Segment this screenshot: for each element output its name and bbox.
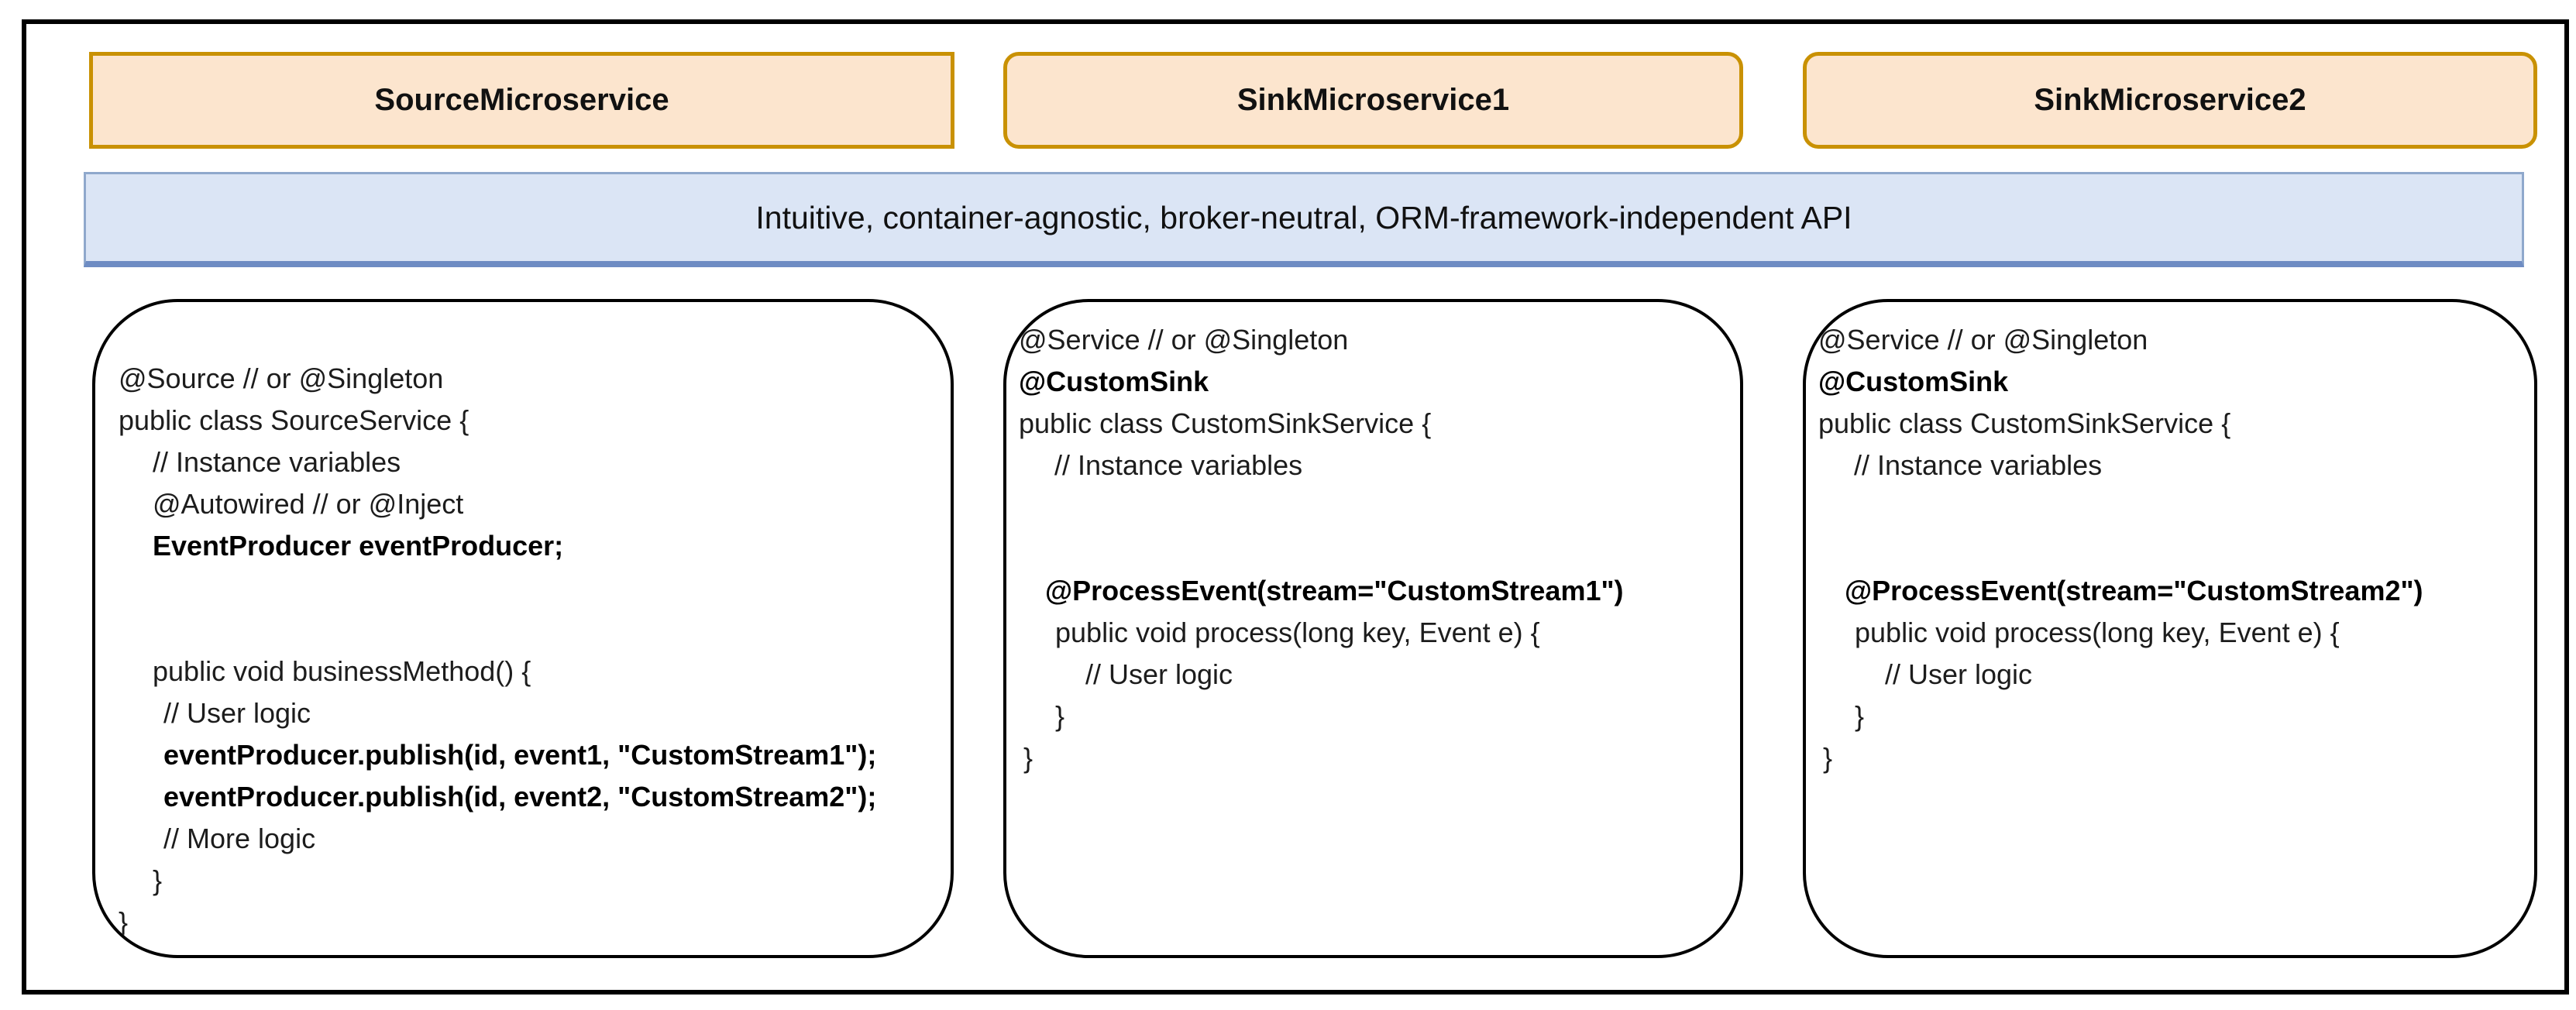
code-line	[1818, 528, 2526, 570]
code-line: @ProcessEvent(stream="CustomStream2")	[1845, 575, 2423, 606]
code-line: @ProcessEvent(stream="CustomStream1")	[1045, 575, 1624, 606]
code-line: // User logic	[1085, 658, 1233, 690]
code-line: public void businessMethod() {	[153, 655, 531, 687]
code-line: // Instance variables	[1054, 449, 1303, 481]
code-line	[119, 567, 937, 609]
code-line: @CustomSink	[1019, 366, 1209, 397]
code-line: }	[153, 864, 163, 896]
code-line: public void process(long key, Event e) {	[1055, 617, 1540, 648]
diagram-frame: SourceMicroservice SinkMicroservice1 Sin…	[22, 19, 2569, 995]
code-line: public class CustomSinkService {	[1019, 407, 1432, 439]
code-line: public class SourceService {	[119, 404, 469, 436]
code-line: // More logic	[163, 823, 316, 854]
code-box-custom-sink-service-1: @Service // or @Singleton @CustomSink publ…	[1003, 299, 1743, 958]
code-box-custom-sink-service-2: @Service // or @Singleton @CustomSink publ…	[1803, 299, 2537, 958]
code-line: }	[1823, 742, 1833, 774]
code-line: eventProducer.publish(id, event2, "Custo…	[163, 781, 877, 812]
code-line: EventProducer eventProducer;	[153, 530, 564, 562]
code-line: }	[1855, 700, 1865, 732]
code-line: @Service // or @Singleton	[1818, 324, 2148, 356]
service-header-sink-microservice-2: SinkMicroservice2	[1803, 52, 2537, 149]
api-banner-text: Intuitive, container-agnostic, broker-ne…	[755, 199, 1852, 235]
code-line: @Autowired // or @Inject	[153, 488, 464, 520]
code-line: }	[1055, 700, 1065, 732]
service-header-sink-microservice-1: SinkMicroservice1	[1003, 52, 1743, 149]
code-line: @CustomSink	[1818, 366, 2009, 397]
service-header-source-microservice: SourceMicroservice	[89, 52, 954, 149]
code-line: public class CustomSinkService {	[1818, 407, 2231, 439]
code-line: // User logic	[163, 697, 311, 729]
code-line	[1019, 486, 1732, 528]
code-line: public void process(long key, Event e) {	[1855, 617, 2340, 648]
code-line: @Service // or @Singleton	[1019, 324, 1349, 356]
code-line	[119, 609, 937, 651]
code-line	[1019, 528, 1732, 570]
code-line: }	[119, 906, 129, 938]
code-line: // User logic	[1885, 658, 2033, 690]
code-line: // Instance variables	[1854, 449, 2103, 481]
code-line: eventProducer.publish(id, event1, "Custo…	[163, 739, 877, 771]
code-line	[1818, 486, 2526, 528]
code-box-source-service: @Source // or @Singleton public class Sou…	[92, 299, 954, 958]
code-line: @Source // or @Singleton	[119, 362, 444, 394]
code-line: // Instance variables	[153, 446, 401, 478]
api-banner: Intuitive, container-agnostic, broker-ne…	[84, 172, 2524, 267]
code-line: }	[1023, 742, 1033, 774]
